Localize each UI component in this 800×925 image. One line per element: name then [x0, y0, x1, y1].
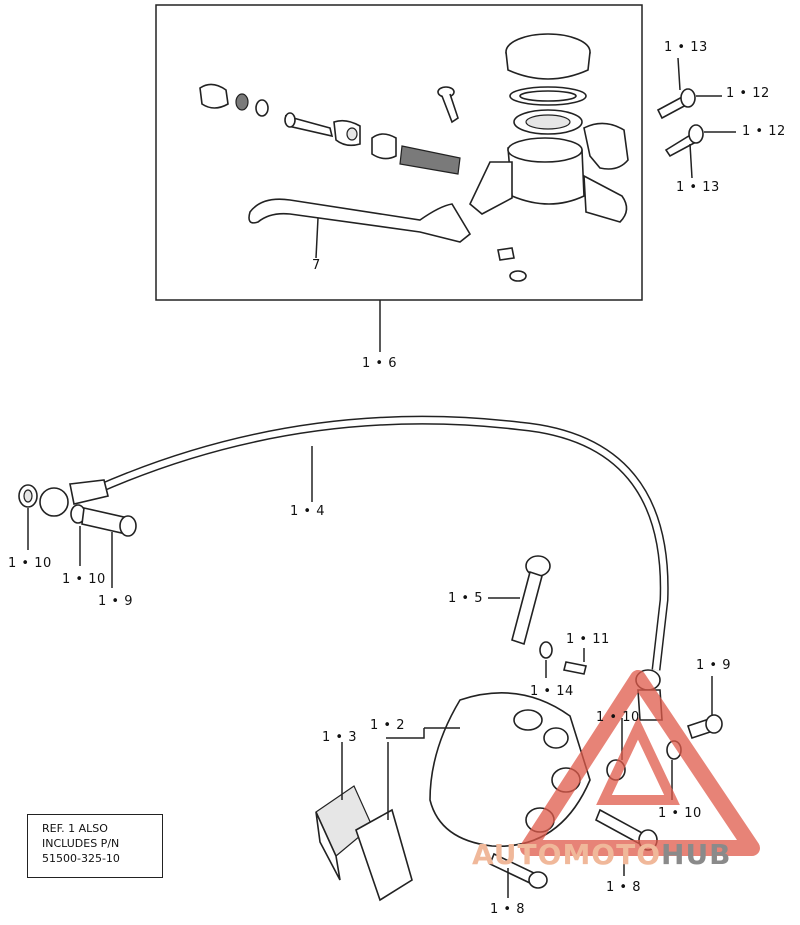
note-line-3: 51500-325-10 — [42, 852, 120, 865]
reservoir-cap — [505, 33, 591, 135]
brake-lever — [248, 198, 472, 259]
master-cylinder-assembly-box — [155, 4, 643, 301]
brake-hose — [39, 415, 669, 721]
clamp-bolt-washer — [539, 641, 587, 678]
label-1-13-top: 1 • 13 — [664, 40, 708, 55]
label-1-3: 1 • 3 — [322, 730, 357, 745]
banjo-bolt-upper — [656, 57, 722, 120]
watermark-triangle-icon — [520, 670, 760, 856]
label-1-9-left: 1 • 9 — [98, 594, 133, 609]
watermark-logo: AUTOMOTOHUB — [472, 838, 732, 871]
watermark-text-hub: HUB — [661, 838, 732, 871]
note-line-1: REF. 1 ALSO — [42, 822, 108, 835]
label-1-10-left2: 1 • 10 — [62, 572, 106, 587]
left-banjo-fitting — [18, 484, 137, 588]
master-cylinder-body — [469, 122, 629, 223]
label-1-10-right2: 1 • 10 — [658, 806, 702, 821]
label-7: 7 — [312, 258, 321, 273]
label-1-8-right: 1 • 8 — [606, 880, 641, 895]
brake-pads — [315, 742, 413, 902]
banjo-bolt-lower — [664, 124, 736, 179]
label-1-10-left: 1 • 10 — [8, 556, 52, 571]
lever-screws — [497, 247, 527, 282]
label-1-13-mid: 1 • 13 — [676, 180, 720, 195]
note-line-2: INCLUDES P/N — [42, 837, 120, 850]
caliper-bolt-left — [488, 852, 548, 898]
label-1-11: 1 • 11 — [566, 632, 610, 647]
label-1-5: 1 • 5 — [448, 591, 483, 606]
watermark-text-automoto: AUTOMOTO — [472, 838, 662, 871]
hose-clamp — [488, 555, 551, 646]
label-1-2: 1 • 2 — [370, 718, 405, 733]
reference-note-box: REF. 1 ALSO INCLUDES P/N 51500-325-10 — [27, 814, 163, 878]
label-1-14: 1 • 14 — [530, 684, 574, 699]
brake-caliper — [386, 692, 591, 847]
label-1-8-left: 1 • 8 — [490, 902, 525, 917]
lever-pivot-parts — [199, 83, 461, 175]
label-1-9-right: 1 • 9 — [696, 658, 731, 673]
label-1-10-right1: 1 • 10 — [596, 710, 640, 725]
label-1-12-mid: 1 • 12 — [742, 124, 786, 139]
label-1-12-top: 1 • 12 — [726, 86, 770, 101]
reservoir-bolt — [437, 86, 459, 124]
label-1-6: 1 • 6 — [362, 356, 397, 371]
label-1-4: 1 • 4 — [290, 504, 325, 519]
